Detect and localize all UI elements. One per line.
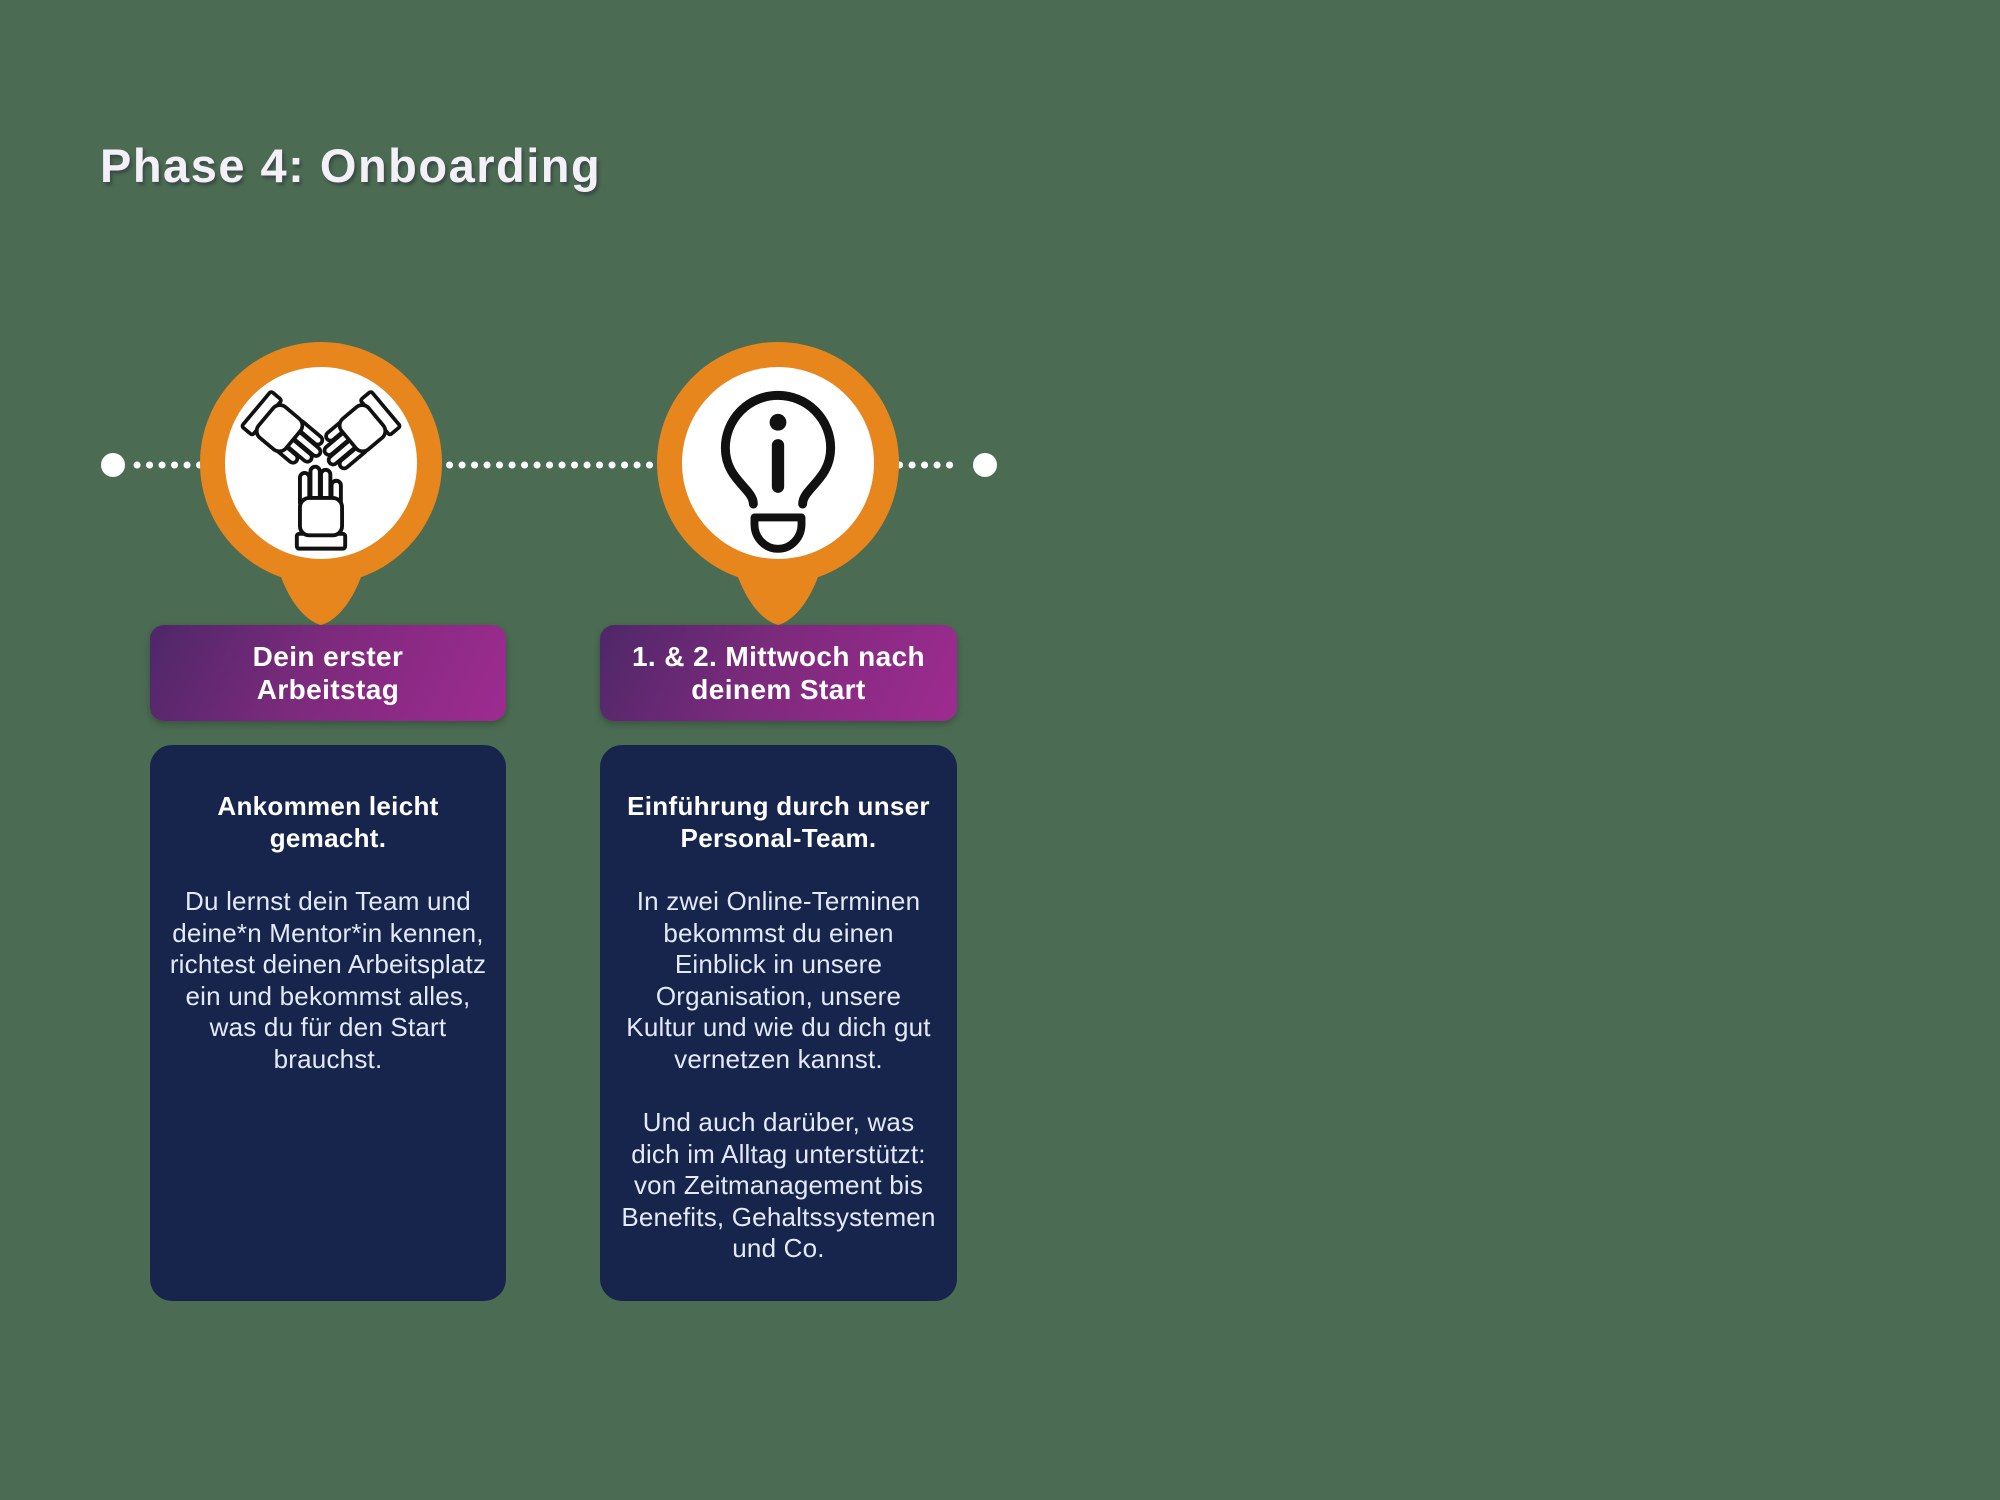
- milestone-pin-first-day: [191, 333, 451, 663]
- card-paragraph: In zwei Online-Terminen bekommst du eine…: [626, 886, 931, 1074]
- card-header-first-workday: Dein erster Arbeitstag: [150, 625, 506, 721]
- card-heading: Ankommen leicht gemacht.: [217, 791, 439, 853]
- card-heading: Einführung durch unser Personal-Team.: [627, 791, 930, 853]
- pin-marker: [200, 342, 442, 625]
- card-paragraph: Du lernst dein Team und deine*n Mentor*i…: [169, 886, 487, 1074]
- info-lightbulb-icon: [720, 390, 836, 553]
- card-body-intro-sessions: Einführung durch unser Personal-Team. In…: [600, 745, 957, 1301]
- timeline-start-dot: [101, 453, 125, 477]
- card-body-first-workday: Ankommen leicht gemacht. Du lernst dein …: [150, 745, 506, 1301]
- page-title: Phase 4: Onboarding: [100, 139, 602, 192]
- pin-marker: [657, 342, 899, 625]
- timeline-end-dot: [973, 453, 997, 477]
- hands-together-icon: [240, 390, 402, 551]
- card-header-wednesdays: 1. & 2. Mittwoch nach deinem Start: [600, 625, 957, 721]
- card-paragraph: Und auch darüber, was dich im Alltag unt…: [621, 1107, 936, 1263]
- milestone-pin-intro-sessions: [648, 333, 908, 663]
